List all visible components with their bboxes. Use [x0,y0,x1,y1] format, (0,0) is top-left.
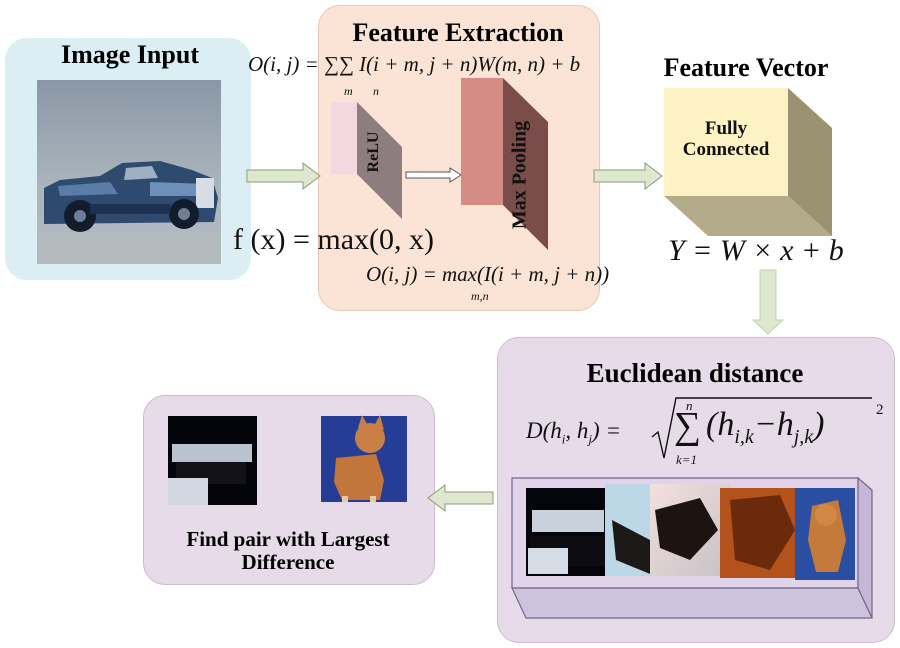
conv-sub-n: n [373,84,379,98]
distance-sum-body: (hi,k−hj,k) [706,406,825,448]
max-pooling-label: Max Pooling [508,120,531,230]
result-caption: Find pair with Largest Difference [143,528,433,574]
result-image-cat [321,415,407,502]
distance-sum-top: n [686,398,693,413]
relu-block [331,102,402,219]
max-pooling-block [461,78,548,250]
result-caption-line2: Difference [241,550,335,574]
sqrt-sign [651,397,872,459]
relu-formula: f (x) = max(0, x) [233,223,435,256]
distance-formula-lhs: D(h [526,418,562,443]
pooling-sub: m,n [471,289,489,303]
pooling-formula: O(i, j) = max(I(i + m, j + n)) [366,262,610,286]
feature-vector-title: Feature Vector [663,53,829,82]
result-caption-line1: Find pair with Largest [186,527,390,551]
arrow-fc-to-distance [751,269,785,335]
convolution-formula: O(i, j) = ∑∑ I(i + m, j + n)W(m, n) + b [248,52,581,76]
arrow-input-to-features [246,161,321,191]
distance-formula: D(hi, hj) = [526,418,621,447]
distance-sum-symbol: ∑ [674,405,702,447]
car-input-image [37,80,221,264]
fully-connected-block [664,88,832,236]
image-input-title: Image Input [61,40,199,69]
tray-image-strip [526,484,855,580]
relu-label: ReLU [365,131,382,173]
arrow-relu-to-pooling [405,167,462,183]
fully-connected-label: Fully Connected [664,118,788,160]
conv-sub-m: m [344,84,353,98]
fc-formula: Y = W × x + b [668,234,844,267]
fc-label-line2: Connected [682,139,770,160]
fc-label-line1: Fully [704,118,748,139]
arrow-features-to-fc [593,161,663,191]
result-image-dark [168,416,257,505]
feature-extraction-title: Feature Extraction [352,18,564,47]
distance-power: 2 [876,402,884,418]
arrow-distance-to-result [427,483,494,513]
euclidean-distance-title: Euclidean distance [586,358,804,388]
distance-sum-bottom: k=1 [676,452,698,467]
